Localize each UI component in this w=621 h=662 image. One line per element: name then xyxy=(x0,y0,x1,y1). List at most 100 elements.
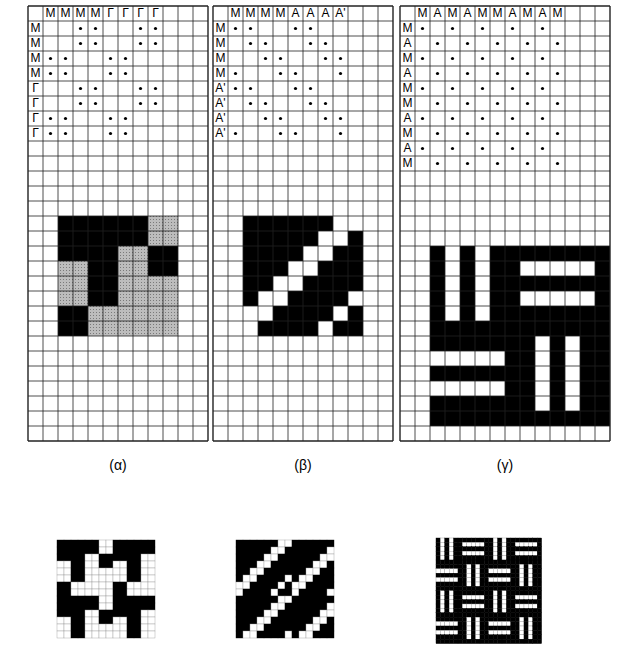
fabric-cell xyxy=(520,560,524,564)
weave-cell xyxy=(445,366,460,381)
fabric-cell xyxy=(520,573,524,577)
grid-line xyxy=(400,171,610,172)
grid-line xyxy=(28,426,208,427)
fabric-cell xyxy=(85,568,92,575)
fabric-cell xyxy=(148,603,155,610)
fabric-cell xyxy=(524,578,528,582)
thread-letter: M xyxy=(58,6,73,21)
fabric-cell xyxy=(436,547,440,551)
fabric-cell xyxy=(99,582,106,589)
tie-dot xyxy=(154,42,157,45)
fabric-cell xyxy=(484,542,488,546)
fabric-cell xyxy=(524,538,528,542)
fabric-cell xyxy=(454,613,458,617)
weave-cell xyxy=(580,396,595,411)
fabric-cell xyxy=(106,617,113,624)
fabric-cell xyxy=(476,600,480,604)
fabric-cell xyxy=(524,573,528,577)
fabric-cell xyxy=(493,617,497,621)
fabric-cell xyxy=(484,608,488,612)
weave-cell xyxy=(73,261,88,276)
fabric-cell xyxy=(511,542,515,546)
fabric-cell xyxy=(528,586,532,590)
thread-letter: Γ xyxy=(103,6,118,21)
tie-dot xyxy=(154,87,157,90)
grid-line xyxy=(28,336,208,337)
fabric-cell xyxy=(148,568,155,575)
fabric-cell xyxy=(445,626,449,630)
fabric-cell xyxy=(449,547,453,551)
fabric-cell xyxy=(264,540,271,547)
fabric-cell xyxy=(285,624,292,631)
fabric-cell xyxy=(299,568,306,575)
fabric-cell xyxy=(64,624,71,631)
tie-dot xyxy=(556,72,559,75)
fabric-cell xyxy=(236,582,243,589)
tie-dot xyxy=(526,42,529,45)
fabric-cell xyxy=(533,622,537,626)
fabric-cell xyxy=(440,573,444,577)
tie-dot xyxy=(541,147,544,150)
fabric-cell xyxy=(127,554,134,561)
fabric-cell xyxy=(484,569,488,573)
fabric-cell xyxy=(141,575,148,582)
fabric-cell xyxy=(528,556,532,560)
fabric-cell xyxy=(502,608,506,612)
weave-cell xyxy=(550,351,565,366)
weave-cell xyxy=(148,321,163,336)
fabric-cell xyxy=(471,578,475,582)
fabric-cell xyxy=(320,631,327,638)
fabric-cell xyxy=(458,547,462,551)
fabric-cell xyxy=(327,540,334,547)
fabric-cell xyxy=(99,617,106,624)
weave-cell xyxy=(88,321,103,336)
fabric-cell xyxy=(106,603,113,610)
weave-cell xyxy=(118,321,133,336)
weave-cell xyxy=(550,366,565,381)
fabric-cell xyxy=(471,551,475,555)
thread-letter: A xyxy=(400,111,415,126)
fabric-cell xyxy=(243,554,250,561)
fabric-cell xyxy=(85,610,92,617)
fabric-cell xyxy=(458,564,462,568)
fabric-cell xyxy=(99,624,106,631)
fabric-cell xyxy=(292,603,299,610)
grid-line xyxy=(213,381,393,382)
fabric-cell xyxy=(134,589,141,596)
fabric-cell xyxy=(502,547,506,551)
fabric-cell xyxy=(236,617,243,624)
fabric-cell xyxy=(515,569,519,573)
fabric-cell xyxy=(449,591,453,595)
fabric-cell xyxy=(458,556,462,560)
weave-cell xyxy=(535,246,550,261)
fabric-cell xyxy=(85,547,92,554)
grid-line xyxy=(400,291,610,292)
weave-cell xyxy=(58,321,73,336)
fabric-cell xyxy=(476,613,480,617)
fabric-cell xyxy=(462,564,466,568)
fabric-cell xyxy=(306,554,313,561)
fabric-cell xyxy=(449,630,453,634)
fabric-cell xyxy=(471,595,475,599)
thread-letter: Γ xyxy=(148,6,163,21)
fabric-cell xyxy=(141,596,148,603)
fabric-cell xyxy=(537,551,541,555)
tie-dot xyxy=(279,72,282,75)
thread-letter: A xyxy=(400,141,415,156)
grid-line xyxy=(400,231,610,232)
weave-cell xyxy=(58,231,73,246)
grid-line xyxy=(399,6,400,441)
fabric-cell xyxy=(449,573,453,577)
fabric-cell xyxy=(243,624,250,631)
fabric-cell xyxy=(458,630,462,634)
fabric-cell xyxy=(511,595,515,599)
fabric-cell xyxy=(480,608,484,612)
tie-dot xyxy=(421,87,424,90)
fabric-cell xyxy=(106,554,113,561)
weave-cell xyxy=(163,321,178,336)
fabric-cell xyxy=(515,551,519,555)
fabric-cell xyxy=(92,603,99,610)
fabric-cell xyxy=(440,578,444,582)
fabric-cell xyxy=(436,582,440,586)
thread-letter: M xyxy=(400,21,415,36)
